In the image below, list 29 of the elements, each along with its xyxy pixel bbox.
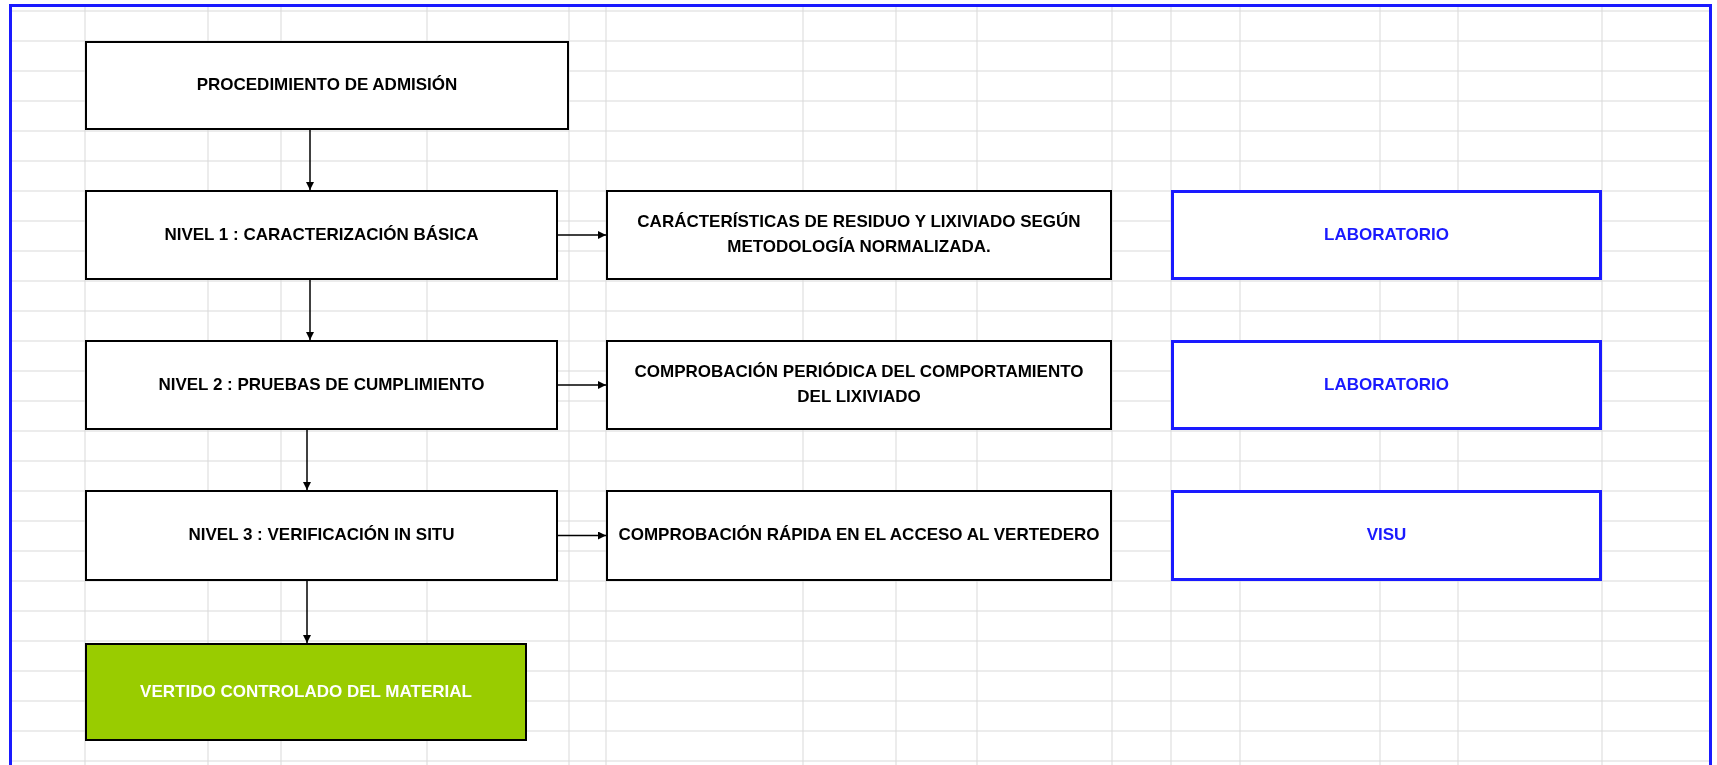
box-label: LABORATORIO [1324,223,1449,246]
box-label: NIVEL 1 : CARACTERIZACIÓN BÁSICA [164,223,479,246]
method-box [1171,340,1602,430]
box-label: NIVEL 3 : VERIFICACIÓN IN SITU [188,524,455,547]
process-box [606,190,1112,280]
box-label: COMPROBACIÓN PERIÓDICA DEL COMPORTAMIENTO DEL LIXIVIADO [633,361,1085,408]
box-label: VERTIDO CONTROLADO DEL MATERIAL [140,680,472,703]
process-box [85,340,558,430]
result-box [85,643,527,741]
arrow [303,580,311,644]
arrow [306,129,314,191]
process-box [606,490,1112,581]
box-label: COMPROBACIÓN RÁPIDA EN EL ACCESO AL VERTEDERO [618,524,1100,547]
arrow [557,531,607,540]
box-label: PROCEDIMIENTO DE ADMISIÓN [196,74,458,97]
method-box [1171,490,1602,581]
box-label: LABORATORIO [1324,373,1449,396]
arrow [306,279,314,341]
box-label: CARÁCTERÍSTICAS DE RESIDUO Y LIXIVIADO SEGÚN METODOLOGÍA NORMALIZADA. [636,211,1082,258]
arrow [557,231,607,239]
process-box [85,490,558,581]
box-label: VISU [1366,524,1407,547]
process-box [85,190,558,280]
box-label: NIVEL 2 : PRUEBAS DE CUMPLIMIENTO [158,373,485,396]
node-box [85,41,569,130]
arrow [557,381,607,389]
arrow [303,429,311,491]
process-box [606,340,1112,430]
method-box [1171,190,1602,280]
